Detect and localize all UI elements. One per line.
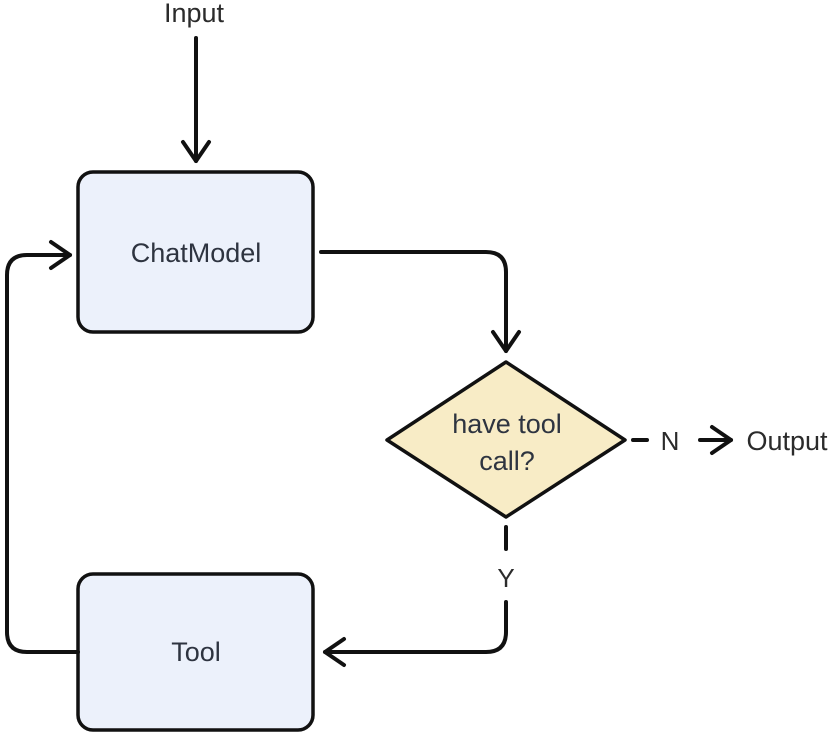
chatmodel-node [76, 170, 315, 334]
chatmodel-label: ChatModel [131, 238, 262, 268]
output-label: Output [746, 426, 828, 456]
decision-label-line1: have tool [452, 409, 562, 439]
yes-to-tool-arrow [323, 600, 508, 667]
input-label: Input [164, 0, 225, 28]
chatmodel-to-decision-arrow [319, 250, 521, 353]
tool-to-chatmodel-arrow [5, 240, 80, 654]
decision-node [385, 360, 627, 519]
yes-edge-label: Y [497, 563, 514, 593]
decision-label-line2: call? [479, 446, 535, 476]
tool-label: Tool [171, 637, 221, 667]
no-edge-label: N [661, 426, 680, 456]
